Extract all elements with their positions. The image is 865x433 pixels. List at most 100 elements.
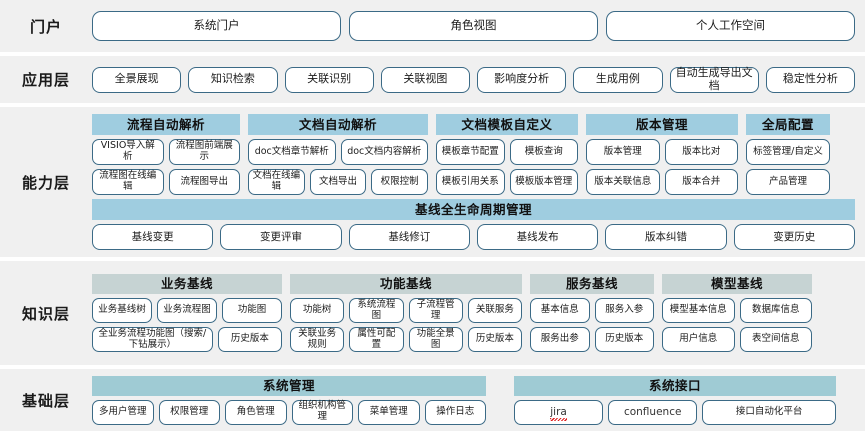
know-item-business-flowchart[interactable]: 业务流程图 — [157, 298, 217, 323]
lifecycle-item-change-review[interactable]: 变更评审 — [220, 224, 342, 250]
knowledge-row: 业务基线树 业务流程图 功能图 — [92, 298, 282, 323]
cap-item-version-merge[interactable]: 版本合并 — [664, 169, 738, 195]
know-item-database-info[interactable]: 数据库信息 — [739, 298, 812, 323]
know-item-model-basic-info[interactable]: 模型基本信息 — [662, 298, 735, 323]
know-item-function-panorama[interactable]: 功能全景图 — [408, 327, 463, 352]
layer-application: 应用层 全景展现 知识检索 关联识别 关联视图 影响度分析 生成用例 自动生成导… — [0, 56, 865, 103]
cap-item-doc-content-parse[interactable]: doc文档内容解析 — [340, 139, 428, 165]
lifecycle-item-baseline-release[interactable]: 基线发布 — [476, 224, 599, 250]
app-item-generate-case[interactable]: 生成用例 — [573, 66, 663, 93]
layer-portal: 门户 系统门户 角色视图 个人工作空间 — [0, 0, 865, 52]
know-item-user-info[interactable]: 用户信息 — [662, 327, 735, 352]
cap-item-doc-online-edit[interactable]: 文档在线编辑 — [248, 169, 305, 195]
cap-item-doc-export[interactable]: 文档导出 — [309, 169, 367, 195]
know-item-attribute-configurable[interactable]: 属性可配置 — [349, 327, 404, 352]
know-item-function-tree[interactable]: 功能树 — [290, 298, 345, 323]
lifecycle-item-change-history[interactable]: 变更历史 — [733, 224, 855, 250]
base-item-role-mgmt[interactable]: 角色管理 — [225, 399, 287, 425]
know-item-history-version[interactable]: 历史版本 — [217, 327, 282, 352]
cap-item-product-mgmt[interactable]: 产品管理 — [746, 169, 830, 195]
knowledge-row: 基本信息 服务入参 — [530, 298, 654, 323]
capability-row: VISIO导入解析 流程图前端展示 — [92, 139, 240, 165]
base-item-menu-mgmt[interactable]: 菜单管理 — [358, 399, 420, 425]
know-item-service-basic-info[interactable]: 基本信息 — [530, 298, 590, 323]
capability-row: 模板章节配置 模板查询 — [436, 139, 578, 165]
knowledge-row: 模型基本信息 数据库信息 — [662, 298, 812, 323]
layer-label-application: 应用层 — [21, 71, 70, 89]
knowledge-column-header-model-baseline: 模型基线 — [662, 274, 812, 294]
cap-item-version-mgmt[interactable]: 版本管理 — [586, 139, 660, 165]
cap-item-template-reference[interactable]: 模板引用关系 — [436, 169, 505, 195]
base-item-jira[interactable]: jira — [514, 399, 604, 425]
base-item-confluence[interactable]: confluence — [608, 399, 698, 425]
portal-item-system-portal[interactable]: 系统门户 — [92, 11, 341, 41]
knowledge-row: 功能树 系统流程图 子流程管理 关联服务 — [290, 298, 522, 323]
confluence-label: confluence — [623, 405, 682, 418]
app-item-auto-export-doc[interactable]: 自动生成导出文档 — [669, 66, 759, 93]
capability-column-header-version-mgmt: 版本管理 — [586, 114, 738, 135]
know-item-system-flowchart[interactable]: 系统流程图 — [349, 298, 404, 323]
knowledge-column-function-baseline: 功能基线 功能树 系统流程图 子流程管理 关联服务 关联业务规则 属性可配置 功… — [290, 274, 522, 352]
cap-item-permission-control[interactable]: 权限控制 — [371, 169, 429, 195]
capability-row: 版本关联信息 版本合并 — [586, 169, 738, 195]
know-item-business-baseline-tree[interactable]: 业务基线树 — [92, 298, 152, 323]
portal-item-role-view[interactable]: 角色视图 — [349, 11, 598, 41]
know-item-service-history-version[interactable]: 历史版本 — [594, 327, 654, 352]
know-item-full-business-flow-chart[interactable]: 全业务流程功能图（搜索/下钻展示） — [92, 327, 213, 352]
knowledge-columns: 业务基线 业务基线树 业务流程图 功能图 全业务流程功能图（搜索/下钻展示） 历… — [92, 274, 855, 352]
capability-column-header-global-config: 全局配置 — [746, 114, 830, 135]
knowledge-row: 关联业务规则 属性可配置 功能全景图 历史版本 — [290, 327, 522, 352]
lifecycle-item-baseline-change[interactable]: 基线变更 — [92, 224, 214, 250]
app-item-knowledge-search[interactable]: 知识检索 — [188, 66, 278, 93]
portal-item-personal-workspace[interactable]: 个人工作空间 — [606, 11, 855, 41]
know-item-subprocess-mgmt[interactable]: 子流程管理 — [408, 298, 463, 323]
know-item-service-input-param[interactable]: 服务入参 — [594, 298, 654, 323]
capability-column-header-process-parse: 流程自动解析 — [92, 114, 240, 135]
cap-item-version-relation-info[interactable]: 版本关联信息 — [586, 169, 660, 195]
capability-column-doc-parse: 文档自动解析 doc文档章节解析 doc文档内容解析 文档在线编辑 文档导出 权… — [248, 114, 429, 195]
baseline-lifecycle-row: 基线变更 变更评审 基线修订 基线发布 版本纠错 变更历史 — [92, 224, 855, 250]
base-item-interface-automation-platform[interactable]: 接口自动化平台 — [702, 399, 836, 425]
know-item-related-business-rule[interactable]: 关联业务规则 — [290, 327, 345, 352]
cap-item-template-query[interactable]: 模板查询 — [509, 139, 578, 165]
know-item-function-chart[interactable]: 功能图 — [222, 298, 282, 323]
base-item-org-structure-mgmt[interactable]: 组织机构管理 — [291, 399, 353, 425]
cap-item-template-chapter-config[interactable]: 模板章节配置 — [436, 139, 505, 165]
layer-base: 基础层 系统管理 多用户管理 权限管理 角色管理 组织机构管理 菜单管理 操作日… — [0, 369, 865, 431]
cap-item-flowchart-export[interactable]: 流程图导出 — [168, 169, 240, 195]
capability-column-global-config: 全局配置 标签管理/自定义 产品管理 — [746, 114, 830, 195]
knowledge-column-header-function-baseline: 功能基线 — [290, 274, 522, 294]
base-item-permission-mgmt[interactable]: 权限管理 — [158, 399, 220, 425]
layer-capability: 能力层 流程自动解析 VISIO导入解析 流程图前端展示 流程图在线编辑 流程图… — [0, 107, 865, 257]
capability-row: 流程图在线编辑 流程图导出 — [92, 169, 240, 195]
capability-column-header-doc-parse: 文档自动解析 — [248, 114, 428, 135]
app-item-stability-analysis[interactable]: 稳定性分析 — [765, 66, 855, 93]
cap-item-tag-mgmt-custom[interactable]: 标签管理/自定义 — [746, 139, 830, 165]
capability-column-version-mgmt: 版本管理 版本管理 版本比对 版本关联信息 版本合并 — [586, 114, 738, 195]
app-item-relation-view[interactable]: 关联视图 — [380, 66, 470, 93]
know-item-related-service[interactable]: 关联服务 — [467, 298, 522, 323]
capability-row: 产品管理 — [746, 169, 830, 195]
capability-columns: 流程自动解析 VISIO导入解析 流程图前端展示 流程图在线编辑 流程图导出 文… — [92, 114, 855, 195]
app-item-impact-analysis[interactable]: 影响度分析 — [477, 66, 567, 93]
cap-item-visio-import[interactable]: VISIO导入解析 — [92, 139, 164, 165]
lifecycle-item-baseline-revision[interactable]: 基线修订 — [348, 224, 470, 250]
knowledge-column-header-business-baseline: 业务基线 — [92, 274, 282, 294]
base-item-multi-user-mgmt[interactable]: 多用户管理 — [92, 399, 154, 425]
app-item-relation-identify[interactable]: 关联识别 — [284, 66, 374, 93]
cap-item-template-version-mgmt[interactable]: 模板版本管理 — [509, 169, 578, 195]
app-item-panorama[interactable]: 全景展现 — [92, 66, 182, 93]
cap-item-doc-chapter-parse[interactable]: doc文档章节解析 — [248, 139, 336, 165]
know-item-tablespace-info[interactable]: 表空间信息 — [739, 327, 812, 352]
knowledge-row: 用户信息 表空间信息 — [662, 327, 812, 352]
knowledge-column-model-baseline: 模型基线 模型基本信息 数据库信息 用户信息 表空间信息 — [662, 274, 812, 352]
cap-item-flowchart-frontend[interactable]: 流程图前端展示 — [168, 139, 240, 165]
layer-capability-body: 流程自动解析 VISIO导入解析 流程图前端展示 流程图在线编辑 流程图导出 文… — [92, 110, 865, 254]
know-item-function-history-version[interactable]: 历史版本 — [467, 327, 522, 352]
know-item-service-output-param[interactable]: 服务出参 — [530, 327, 590, 352]
base-item-operation-log[interactable]: 操作日志 — [424, 399, 486, 425]
lifecycle-item-version-correction[interactable]: 版本纠错 — [605, 224, 727, 250]
cap-item-flowchart-online-edit[interactable]: 流程图在线编辑 — [92, 169, 164, 195]
cap-item-version-compare[interactable]: 版本比对 — [664, 139, 738, 165]
